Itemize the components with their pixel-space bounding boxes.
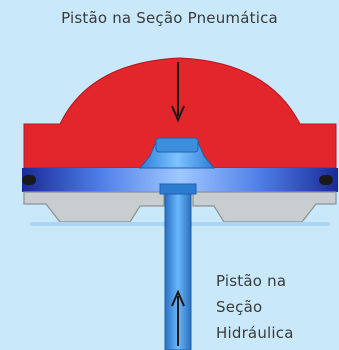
right-seal xyxy=(319,175,333,185)
left-seal xyxy=(22,175,36,185)
hydraulic-label-line3: Hidráulica xyxy=(216,324,294,342)
housing-right xyxy=(192,191,337,223)
pneumatic-piston-label: Pistão na Seção Pneumática xyxy=(61,9,278,27)
housing-left xyxy=(23,191,165,223)
hydraulic-label-line2: Seção xyxy=(216,298,263,316)
boss-cap xyxy=(155,137,199,153)
hydraulic-piston-label: Pistão na Seção Hidráulica xyxy=(216,268,294,346)
hydraulic-label-line1: Pistão na xyxy=(216,272,287,290)
pneumatic-force-arrow xyxy=(171,62,185,123)
hydraulic-force-arrow xyxy=(171,289,185,346)
rod-collar xyxy=(159,183,197,195)
